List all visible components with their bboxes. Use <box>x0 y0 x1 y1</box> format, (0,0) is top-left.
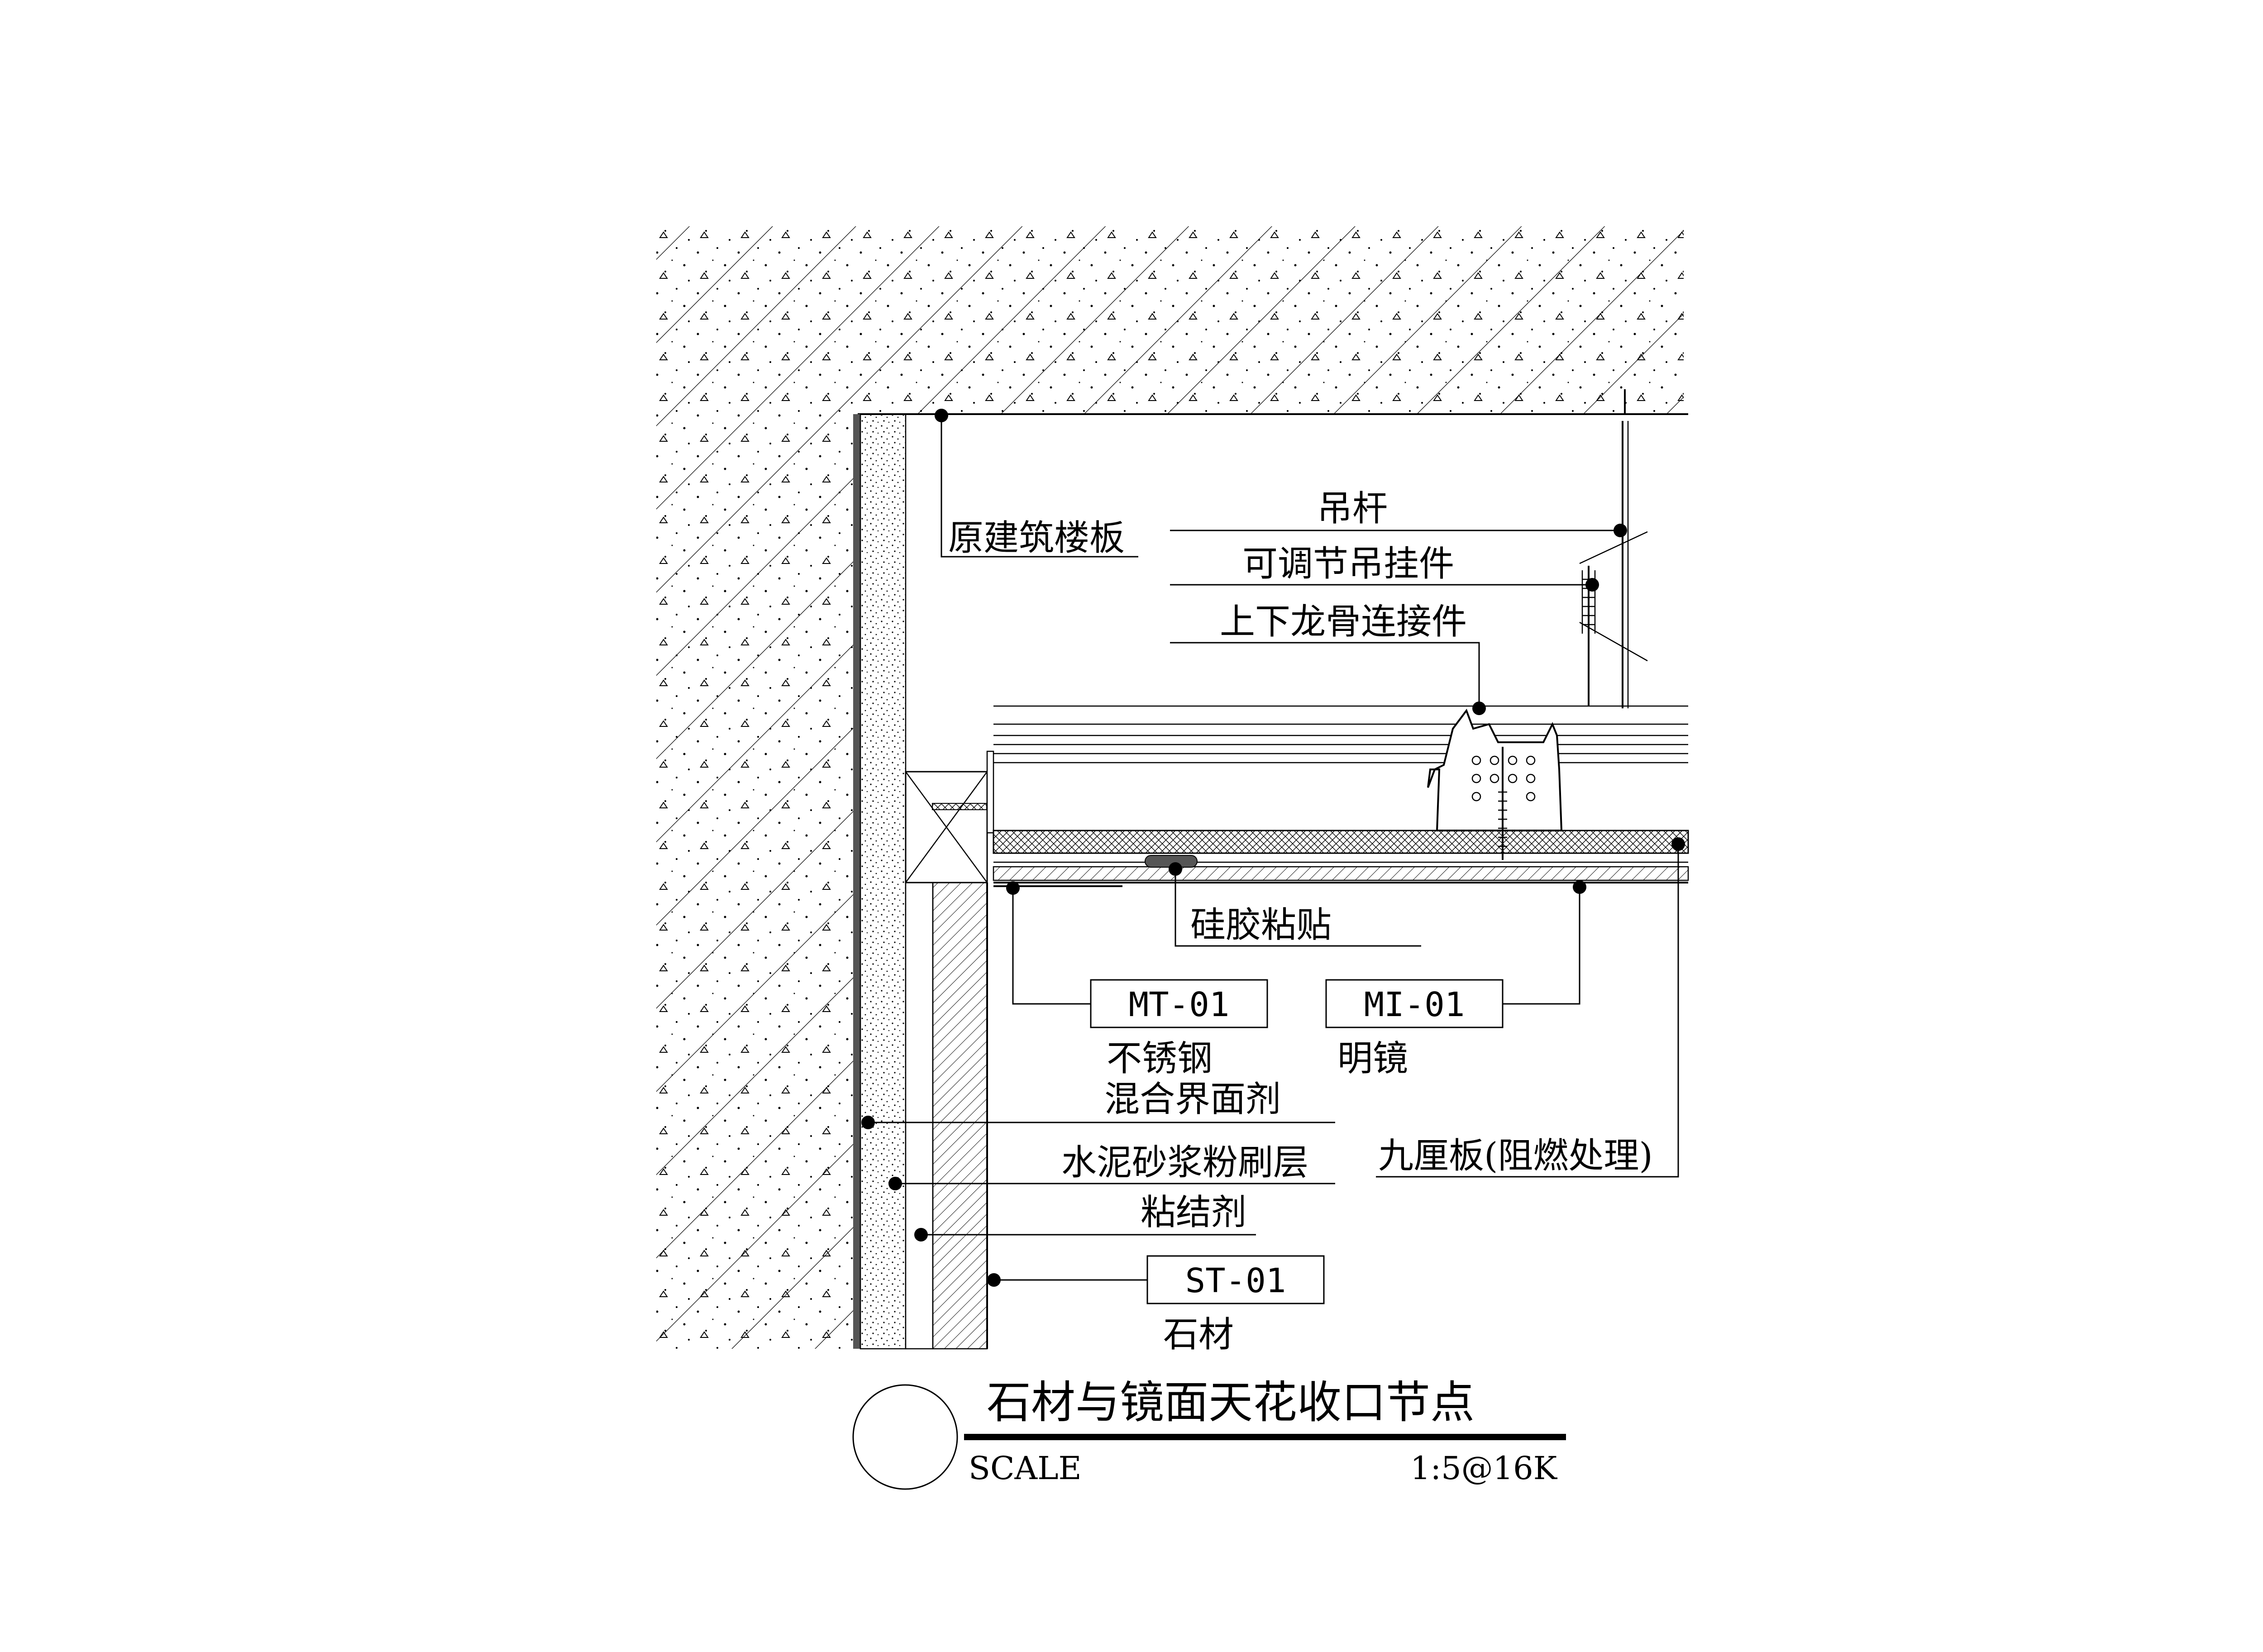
mirror-layer <box>993 866 1689 887</box>
drawing-title: 石材与镜面天花收口节点 <box>987 1377 1475 1428</box>
timber-block <box>905 750 994 883</box>
keel-connector-clip <box>1427 708 1563 860</box>
hanger-assembly <box>1579 389 1648 708</box>
main-keel <box>993 705 1688 764</box>
label-interface-agent: 混合界面剂 <box>1104 1079 1281 1120</box>
label-adhesive: 粘结剂 <box>1141 1192 1246 1233</box>
plywood-board <box>993 830 1689 863</box>
label-mi-name: 明镜 <box>1337 1038 1408 1079</box>
label-hanger-rod: 吊杆 <box>1317 488 1388 529</box>
label-mt-name: 不锈钢 <box>1107 1038 1213 1079</box>
title-block: 石材与镜面天花收口节点 SCALE 1:5@16K <box>852 1377 1566 1490</box>
mt-code-box <box>1090 979 1268 1028</box>
label-st-name: 石材 <box>1163 1314 1234 1355</box>
scale-label: SCALE <box>969 1450 1082 1487</box>
label-silicone: 硅胶粘贴 <box>1190 905 1332 945</box>
label-st-code: ST-01 <box>1185 1261 1286 1300</box>
label-adjustable-hanger: 可调节吊挂件 <box>1242 544 1454 584</box>
label-mt-code: MT-01 <box>1129 985 1230 1024</box>
label-cement-mortar: 水泥砂浆粉刷层 <box>1061 1142 1308 1183</box>
label-floor-slab: 原建筑楼板 <box>948 518 1125 559</box>
scale-value: 1:5@16K <box>1410 1450 1558 1487</box>
label-plywood: 九厘板(阻燃处理) <box>1378 1136 1653 1176</box>
label-keel-connector: 上下龙骨连接件 <box>1220 602 1467 642</box>
label-mi-code: MI-01 <box>1364 985 1465 1024</box>
wall-layers <box>853 413 988 1350</box>
mi-code-box <box>1325 979 1504 1028</box>
leader-lines <box>861 409 1685 1287</box>
concrete-structure <box>656 226 1688 1349</box>
st-code-box <box>1146 1255 1325 1304</box>
